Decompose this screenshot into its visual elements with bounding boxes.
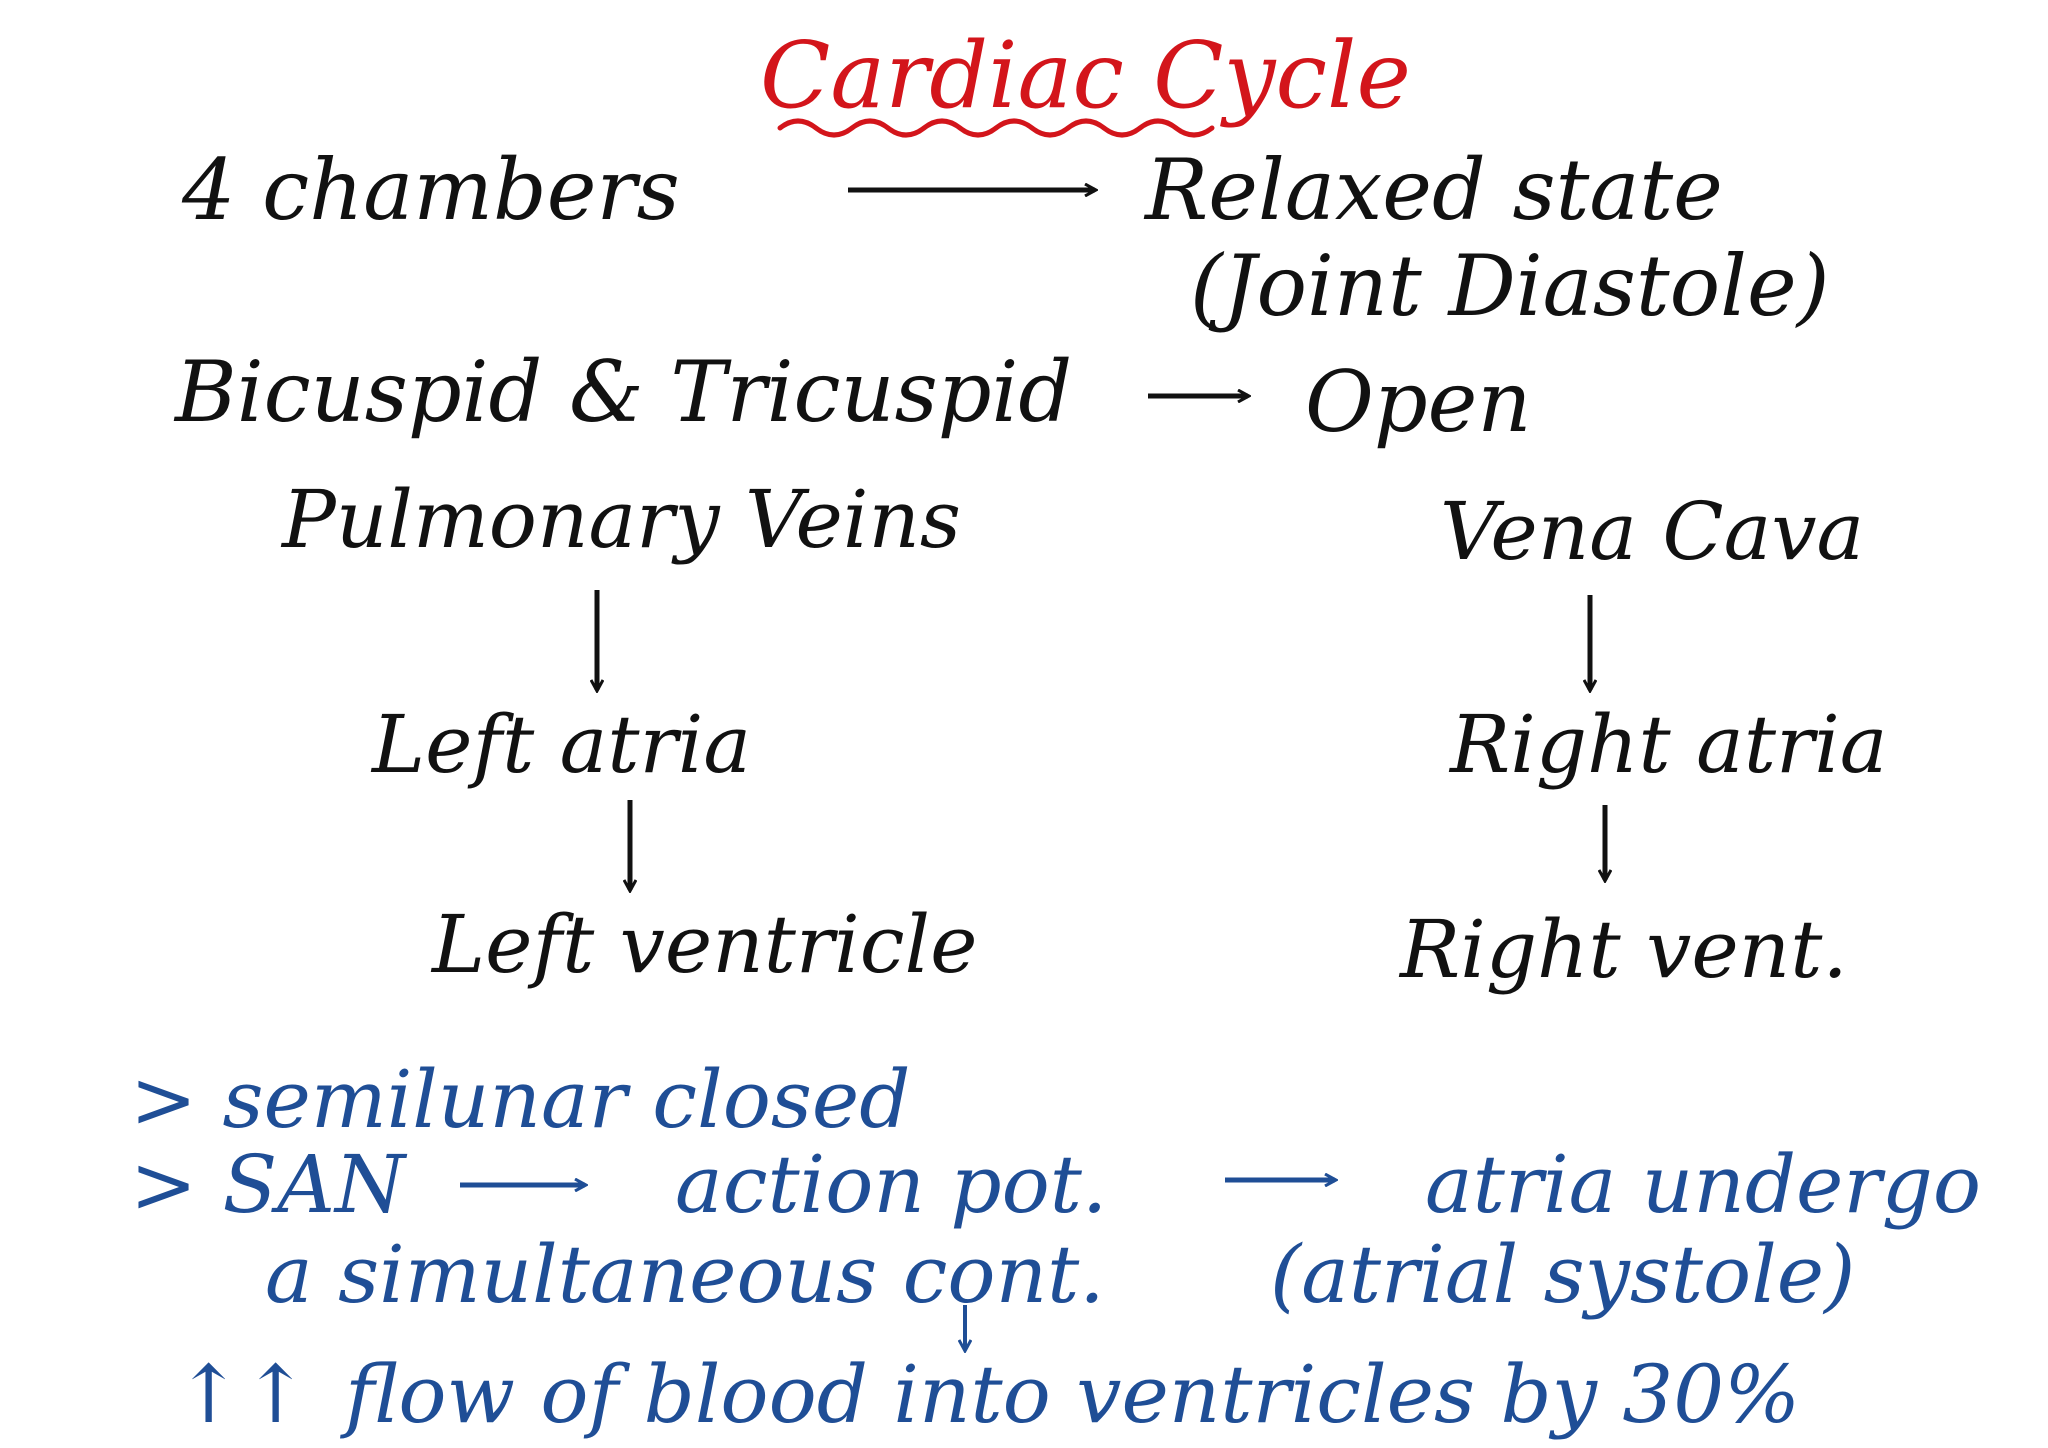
right-vent-text: Right vent. <box>1400 903 1848 996</box>
chambers-text: 4 chambers <box>182 141 680 239</box>
action-potential-text: action pot. <box>675 1138 1108 1231</box>
simultaneous-cont-text: a simultaneous cont. <box>265 1228 1105 1321</box>
relaxed-state-text: Relaxed state <box>1145 141 1723 239</box>
joint-diastole-text: (Joint Diastole) <box>1190 237 1830 335</box>
left-atria-text: Left atria <box>372 698 752 791</box>
open-text: Open <box>1305 353 1532 451</box>
left-ventricle-text: Left ventricle <box>432 898 978 991</box>
atrial-systole-text: (atrial systole) <box>1270 1228 1856 1321</box>
vena-cava-text: Vena Cava <box>1440 485 1865 578</box>
page-title: Cardiac Cycle <box>760 22 1411 129</box>
right-atria-text: Right atria <box>1450 698 1888 791</box>
semilunar-closed-text: > semilunar closed <box>130 1053 911 1146</box>
san-text: > SAN <box>130 1138 406 1231</box>
blood-flow-increase-text: flow of blood into ventricles by 30% <box>345 1348 1801 1441</box>
up-arrows-text: ↑↑ <box>175 1348 310 1441</box>
atria-undergo-text: atria undergo <box>1425 1138 1982 1231</box>
valves-text: Bicuspid & Tricuspid <box>175 343 1073 441</box>
pulmonary-veins-text: Pulmonary Veins <box>282 473 961 566</box>
